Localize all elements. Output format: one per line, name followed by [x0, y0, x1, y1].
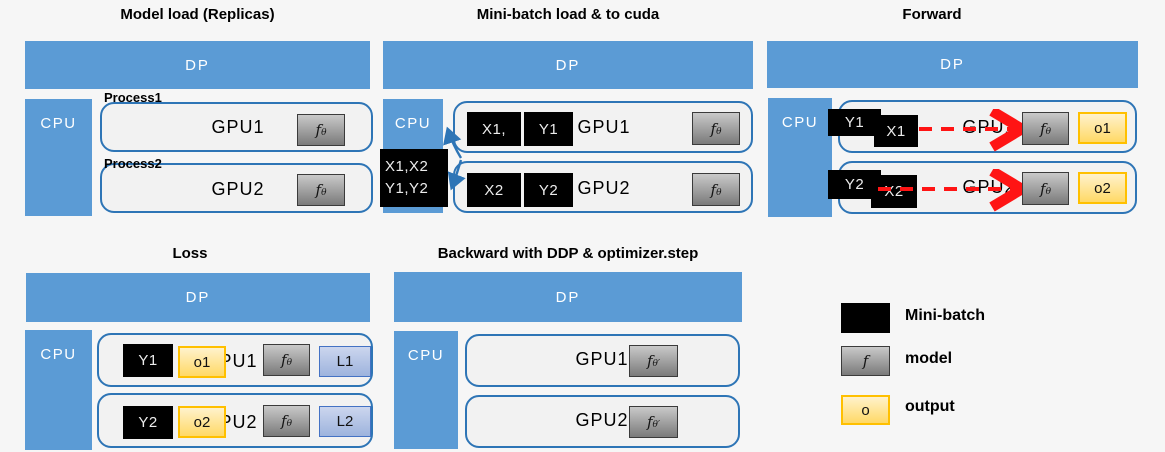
dp-bar-model-load: DP [25, 41, 370, 89]
dp-label: DP [185, 289, 211, 306]
model-subscript: θ [286, 358, 292, 368]
panel-title-loss: Loss [172, 245, 208, 262]
legend-label-output: output [905, 398, 955, 415]
x2-box: X2 [467, 173, 521, 207]
gpu1-label-backward: GPU1 [575, 349, 629, 369]
batch-line1: X1,X2 [385, 157, 429, 175]
cpu-label: CPU [394, 115, 432, 132]
cpu-block-backward: CPU [394, 331, 458, 449]
cpu-minibatch-box: X1,X2 Y1,Y2 [380, 149, 448, 207]
dp-label: DP [555, 288, 581, 306]
x1-box-forward: X1 [874, 115, 918, 147]
model-symbol: f [281, 412, 287, 430]
model-subscript: θ′ [652, 359, 661, 369]
model-symbol: f [710, 180, 717, 199]
legend-swatch-model: f [841, 346, 890, 376]
gpu2-label-model-load: GPU2 [211, 179, 265, 199]
output-box-o2: o2 [1078, 172, 1127, 204]
dp-bar-loss: DP [26, 273, 370, 322]
dp-bar-forward: DP [767, 41, 1138, 88]
process2-label: Process2 [104, 156, 162, 171]
cpu-label: CPU [407, 347, 445, 364]
forward-arrow-gpu2 [878, 179, 1028, 199]
dp-bar-minibatch: DP [383, 41, 753, 89]
model-subscript: θ [716, 187, 722, 198]
gpu2-label-backward: GPU2 [575, 410, 629, 430]
forward-arrow-gpu1 [919, 119, 1028, 139]
cpu-block-forward: CPU [768, 98, 832, 217]
cpu-label: CPU [40, 346, 77, 363]
panel-title-backward: Backward with DDP & optimizer.step [437, 245, 699, 262]
dp-bar-backward: DP [394, 272, 742, 322]
cpu-label: CPU [781, 114, 819, 131]
legend-label-model: model [905, 350, 953, 367]
model-symbol: f [646, 413, 653, 431]
model-symbol: f [315, 181, 322, 199]
gpu2-row-backward [465, 395, 740, 448]
dp-label: DP [940, 56, 965, 73]
output-symbol: o [861, 401, 870, 419]
model-symbol: f [1040, 179, 1046, 198]
model-symbol: f [646, 352, 653, 370]
y1-box: Y1 [524, 112, 573, 146]
loss-box-l2: L2 [319, 406, 371, 437]
x2-box-forward: X2 [871, 175, 917, 208]
panel-title-model-load: Model load (Replicas) [120, 6, 275, 23]
dp-label: DP [555, 56, 581, 74]
batch-line2: Y1,Y2 [385, 180, 429, 197]
model-subscript: θ [321, 188, 327, 198]
x1-box: X1, [467, 112, 521, 146]
model-subscript: θ [1045, 186, 1051, 197]
panel-title-minibatch: Mini-batch load & to cuda [476, 6, 660, 23]
model-subscript: θ′ [652, 420, 661, 430]
model-symbol: f [710, 119, 717, 138]
output-box-loss-o2: o2 [178, 406, 226, 438]
legend-label-minibatch: Mini-batch [905, 307, 985, 324]
loss-box-l1: L1 [319, 346, 371, 377]
model-subscript: θ [286, 419, 292, 429]
model-symbol: f [862, 352, 869, 370]
gpu1-label-minibatch: GPU1 [577, 117, 631, 137]
model-symbol: f [1040, 119, 1046, 138]
gpu1-row-backward [465, 334, 740, 387]
cpu-label: CPU [40, 115, 77, 132]
legend-swatch-minibatch [841, 303, 890, 333]
y2-box-loss: Y2 [123, 406, 173, 439]
output-box-o1: o1 [1078, 112, 1127, 144]
model-symbol: f [281, 351, 287, 369]
y1-box-forward: Y1 [828, 109, 881, 136]
model-subscript: θ [321, 128, 327, 138]
cpu-block-loss: CPU [25, 330, 92, 450]
panel-title-forward: Forward [902, 6, 962, 23]
process1-label: Process1 [104, 90, 162, 105]
scatter-arrows [443, 126, 466, 191]
legend-swatch-output: o [841, 395, 890, 425]
y2-box: Y2 [524, 173, 573, 207]
gpu1-label-model-load: GPU1 [211, 117, 265, 137]
output-box-loss-o1: o1 [178, 346, 226, 378]
model-subscript: θ [716, 126, 722, 137]
gpu2-label-minibatch: GPU2 [577, 178, 631, 198]
dp-label: DP [185, 56, 210, 74]
cpu-block-model-load: CPU [25, 99, 92, 216]
model-subscript: θ [1045, 126, 1051, 137]
model-symbol: f [315, 121, 322, 139]
y1-box-loss: Y1 [123, 344, 173, 377]
